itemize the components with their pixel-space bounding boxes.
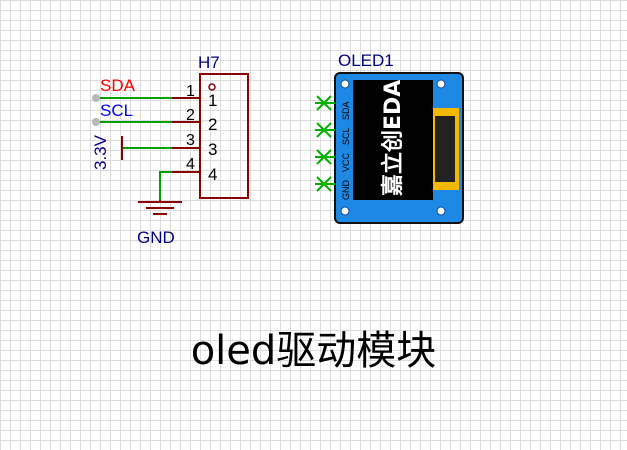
header-pin-number-1: 1 xyxy=(186,83,195,100)
scl-net-port xyxy=(92,118,100,126)
oled-fpc-slot xyxy=(435,116,455,182)
oled-ref: OLED1 xyxy=(338,51,394,70)
oled-mount-hole-tl xyxy=(340,79,350,89)
oled-pin-label-gnd: GND xyxy=(341,180,351,201)
schematic-title: oled驱动模块 xyxy=(190,328,437,374)
header-pin1-marker xyxy=(208,83,216,91)
sda-net-port xyxy=(92,94,100,102)
gnd-net-label: GND xyxy=(137,228,175,247)
oled-pin-label-vcc: VCC xyxy=(341,152,351,172)
oled-pin-label-sda: SDA xyxy=(341,101,351,120)
oled-pin-4-no-connect xyxy=(315,176,335,192)
header-ref: H7 xyxy=(198,53,220,72)
oled-mount-hole-bl xyxy=(340,206,350,216)
oled-logo-text: 嘉立创EDA xyxy=(380,80,406,196)
oled-screen xyxy=(353,80,433,200)
header-pin-number-4: 4 xyxy=(186,156,195,173)
oled-mount-hole-br xyxy=(436,206,446,216)
sda-net-label: SDA xyxy=(100,76,136,95)
header-pin-number-3: 3 xyxy=(186,132,195,149)
oled-pin-2-no-connect xyxy=(315,122,335,138)
oled-pin-1-no-connect xyxy=(315,95,335,111)
oled-pin-label-scl: SCL xyxy=(341,127,351,145)
gnd-wire xyxy=(159,171,172,200)
header-inner-number-4: 4 xyxy=(208,165,217,184)
oled-pin-3-no-connect xyxy=(315,149,335,165)
header-inner-number-3: 3 xyxy=(208,140,217,159)
header-body xyxy=(199,73,249,199)
scl-net-label: SCL xyxy=(100,101,133,120)
oled-mount-hole-tr xyxy=(436,79,446,89)
header-inner-number-1: 1 xyxy=(208,91,217,110)
header-pin-number-2: 2 xyxy=(186,107,195,124)
header-inner-number-2: 2 xyxy=(208,115,217,134)
vcc-net-label: 3.3V xyxy=(91,134,110,170)
